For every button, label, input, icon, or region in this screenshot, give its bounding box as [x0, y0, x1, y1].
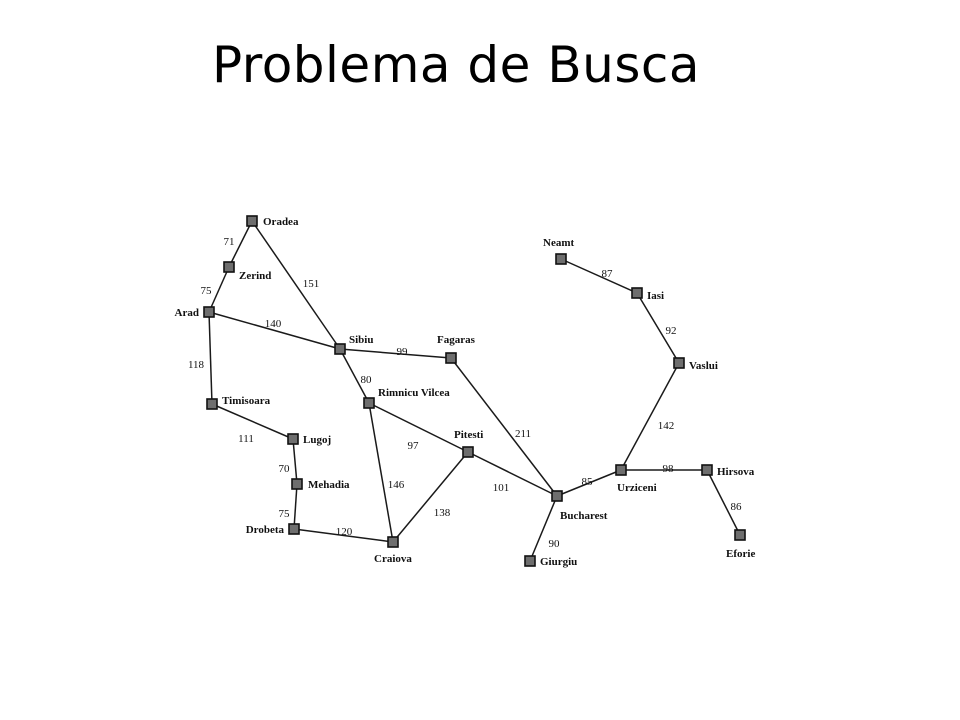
city-label-urziceni: Urziceni — [617, 482, 657, 494]
city-label-oradea: Oradea — [263, 216, 299, 228]
distance-label-bucharest-urziceni: 85 — [582, 476, 594, 488]
distance-label-hirsova-eforie: 86 — [731, 501, 743, 513]
city-label-zerind: Zerind — [239, 270, 271, 282]
road-sibiu-fagaras — [339, 348, 452, 359]
city-label-giurgiu: Giurgiu — [540, 556, 577, 568]
city-node-vaslui — [673, 357, 685, 369]
city-label-pitesti: Pitesti — [454, 429, 483, 441]
distance-label-rimnicu-pitesti: 97 — [408, 440, 420, 452]
city-node-drobeta — [288, 523, 300, 535]
city-node-timisoara — [206, 398, 218, 410]
distance-label-oradea-zerind: 71 — [224, 236, 235, 248]
city-nodes-layer — [203, 215, 746, 567]
city-label-sibiu: Sibiu — [349, 334, 373, 346]
city-node-bucharest — [551, 490, 563, 502]
road-hirsova-eforie — [706, 469, 741, 536]
city-label-neamt: Neamt — [543, 237, 574, 249]
city-node-hirsova — [701, 464, 713, 476]
distance-label-urziceni-hirsova: 98 — [663, 463, 675, 475]
city-node-rimnicu — [363, 397, 375, 409]
road-craiova-pitesti — [392, 451, 469, 543]
distance-label-vaslui-iasi: 92 — [666, 325, 677, 337]
road-lugoj-mehadia — [292, 438, 298, 485]
distance-label-arad-sibiu: 140 — [265, 318, 282, 330]
city-label-drobeta: Drobeta — [246, 524, 285, 536]
distance-label-timisoara-lugoj: 111 — [238, 433, 254, 445]
city-node-oradea — [246, 215, 258, 227]
city-node-zerind — [223, 261, 235, 273]
distance-label-pitesti-bucharest: 101 — [493, 482, 510, 494]
city-label-iasi: Iasi — [647, 290, 664, 302]
distance-label-oradea-sibiu: 151 — [303, 278, 320, 290]
distance-label-drobeta-craiova: 120 — [336, 526, 353, 538]
road-zerind-arad — [208, 266, 230, 313]
slide-title: Problema de Busca — [211, 36, 701, 94]
distance-label-rimnicu-craiova: 146 — [388, 479, 405, 491]
city-node-giurgiu — [524, 555, 536, 567]
distance-label-zerind-arad: 75 — [201, 285, 213, 297]
road-rimnicu-craiova — [368, 402, 394, 543]
city-node-sibiu — [334, 343, 346, 355]
city-node-arad — [203, 306, 215, 318]
distance-label-sibiu-rimnicu: 80 — [361, 374, 373, 386]
road-fagaras-bucharest — [450, 357, 558, 497]
distance-label-mehadia-drobeta: 75 — [279, 508, 291, 520]
distance-label-arad-timisoara: 118 — [188, 359, 205, 371]
road-bucharest-giurgiu — [529, 495, 558, 562]
city-label-rimnicu: Rimnicu Vilcea — [378, 387, 450, 399]
road-mehadia-drobeta — [293, 483, 298, 530]
road-pitesti-bucharest — [467, 451, 558, 497]
distance-label-bucharest-giurgiu: 90 — [549, 538, 561, 550]
road-oradea-zerind — [228, 220, 253, 268]
city-label-lugoj: Lugoj — [303, 434, 331, 446]
distance-label-urziceni-vaslui: 142 — [658, 420, 675, 432]
distance-label-iasi-neamt: 87 — [602, 268, 614, 280]
distance-label-sibiu-fagaras: 99 — [397, 346, 409, 358]
roads-layer — [208, 220, 741, 562]
distance-labels-layer: 71 151 75 140 118 111 70 75 120 99 80 97 146 138 211 10… — [188, 236, 742, 550]
city-node-lugoj — [287, 433, 299, 445]
city-node-eforie — [734, 529, 746, 541]
city-node-neamt — [555, 253, 567, 265]
city-label-vaslui: Vaslui — [689, 360, 718, 372]
city-node-craiova — [387, 536, 399, 548]
city-node-urziceni — [615, 464, 627, 476]
road-rimnicu-pitesti — [368, 402, 469, 453]
city-node-mehadia — [291, 478, 303, 490]
city-node-fagaras — [445, 352, 457, 364]
city-label-hirsova: Hirsova — [717, 466, 755, 478]
distance-label-craiova-pitesti: 138 — [434, 507, 451, 519]
city-label-timisoara: Timisoara — [222, 395, 271, 407]
city-label-arad: Arad — [175, 307, 199, 319]
road-oradea-sibiu — [251, 220, 341, 350]
distance-label-lugoj-mehadia: 70 — [279, 463, 291, 475]
road-arad-sibiu — [208, 311, 341, 350]
road-timisoara-lugoj — [211, 403, 294, 440]
city-label-bucharest: Bucharest — [560, 510, 608, 522]
road-sibiu-rimnicu — [339, 348, 370, 404]
city-labels-layer: OradeaZerindAradTimisoaraLugojMehadiaDro… — [175, 216, 756, 568]
road-vaslui-iasi — [636, 292, 680, 364]
road-drobeta-craiova — [293, 528, 394, 543]
city-label-eforie: Eforie — [726, 548, 755, 560]
city-label-craiova: Craiova — [374, 553, 412, 565]
city-label-mehadia: Mehadia — [308, 479, 350, 491]
road-iasi-neamt — [560, 258, 638, 294]
city-label-fagaras: Fagaras — [437, 334, 476, 346]
road-bucharest-urziceni — [556, 469, 622, 497]
road-urziceni-vaslui — [620, 362, 680, 471]
road-arad-timisoara — [208, 311, 213, 405]
city-node-iasi — [631, 287, 643, 299]
distance-label-fagaras-bucharest: 211 — [515, 428, 531, 440]
city-node-pitesti — [462, 446, 474, 458]
